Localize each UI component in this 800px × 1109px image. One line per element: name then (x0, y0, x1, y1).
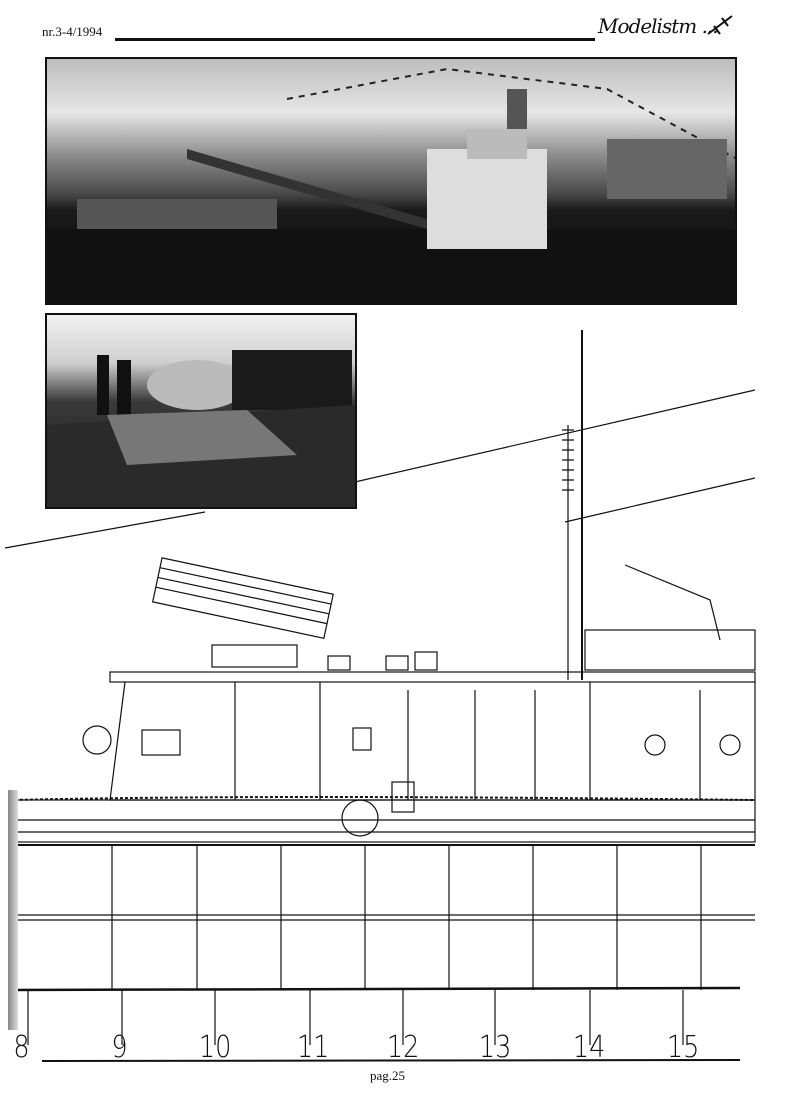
scan-edge-shadow (8, 790, 18, 1030)
ruler-number: 11 (296, 1030, 330, 1065)
airplane-logo-icon (707, 15, 733, 35)
ship-side-elevation-drawing (4, 330, 756, 1062)
magazine-logo: Modelistm ... (598, 14, 719, 38)
page-number: pag.25 (370, 1068, 406, 1083)
ruler-number: 12 (386, 1030, 420, 1065)
ruler-number: 13 (478, 1030, 512, 1065)
ruler-number: 15 (666, 1030, 700, 1065)
header-rule (115, 38, 595, 41)
ruler-number: 8 (13, 1030, 30, 1065)
ruler-number: 9 (111, 1030, 128, 1065)
issue-number: nr.3-4/1994 (42, 24, 103, 39)
ship-deck-photo (45, 57, 737, 305)
ruler-number: 10 (198, 1030, 232, 1065)
officers-on-deck-photo (45, 313, 357, 509)
ruler-number: 14 (572, 1030, 606, 1065)
